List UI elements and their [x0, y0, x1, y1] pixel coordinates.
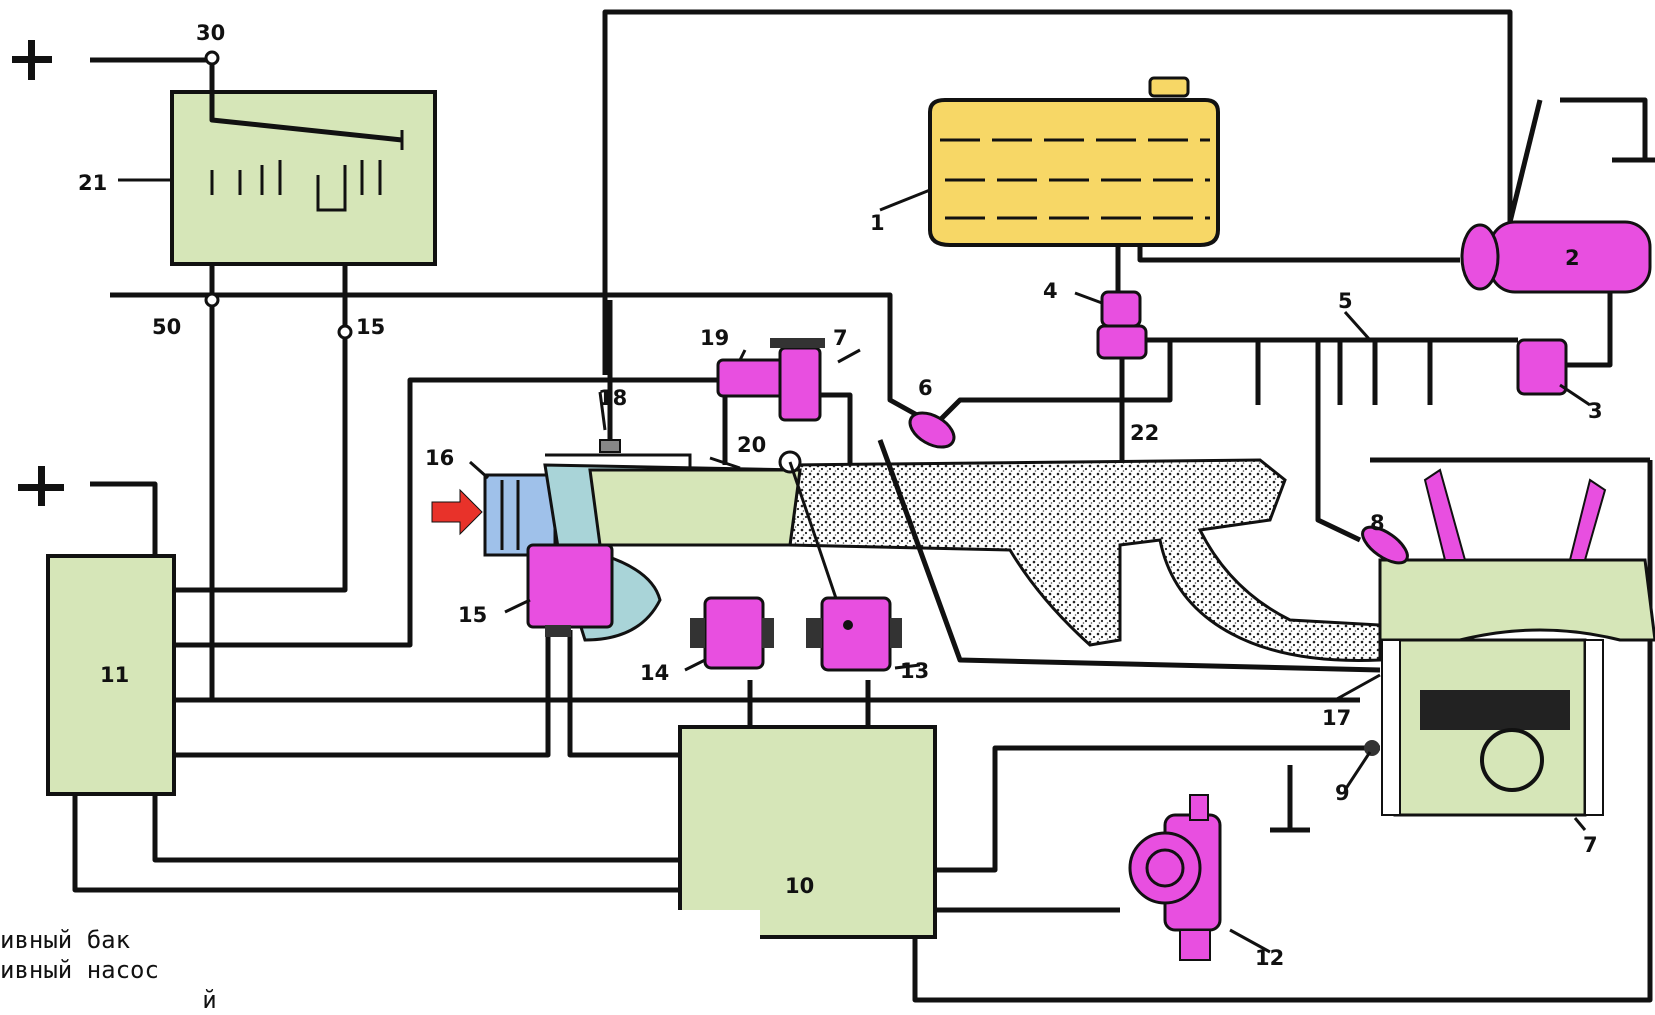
plus-terminal-top-icon: [12, 40, 52, 80]
air-filter-16: [483, 473, 557, 557]
fuel-tank-1: [928, 76, 1220, 247]
plus-terminal-left-icon: [18, 466, 64, 506]
engine-cylinder: [1378, 468, 1655, 817]
cold-start-injector-6: [908, 411, 956, 449]
pressure-regulator-4: [1096, 290, 1148, 360]
intake-manifold: [788, 458, 1382, 662]
relay-21: [170, 55, 437, 266]
label-13: 13: [900, 659, 929, 683]
label-21: 21: [78, 171, 107, 195]
label-11: 11: [100, 663, 129, 687]
air-flow-sensor-15: [526, 543, 614, 637]
control-unit-10: [678, 725, 937, 939]
label-30: 30: [196, 21, 225, 45]
control-unit-11: [46, 554, 176, 796]
label-5: 5: [1338, 289, 1353, 313]
label-10: 10: [785, 874, 814, 898]
label-12: 12: [1255, 946, 1284, 970]
label-14: 14: [640, 661, 669, 685]
sensor-14: [690, 596, 774, 670]
caption-mask: [0, 910, 760, 1008]
label-16: 16: [425, 446, 454, 470]
label-7-top: 7: [833, 326, 848, 350]
label-8: 8: [1370, 511, 1385, 535]
label-4: 4: [1043, 279, 1058, 303]
label-18: 18: [598, 386, 627, 410]
label-50: 50: [152, 315, 181, 339]
fuel-pump-2: [1460, 220, 1652, 294]
label-15: 15: [458, 603, 487, 627]
legend-line-3: й: [0, 986, 217, 1014]
label-19: 19: [700, 326, 729, 350]
injector-8: [1361, 525, 1409, 565]
label-9: 9: [1335, 781, 1350, 805]
label-1: 1: [870, 211, 885, 235]
legend-line-1: ивный бак: [0, 926, 131, 954]
label-6: 6: [918, 376, 933, 400]
legend-line-2: ивный насос: [0, 956, 159, 984]
ignition-distributor-12: [1128, 794, 1222, 961]
intake-arrow-icon: [431, 488, 483, 536]
sensor-13: [806, 596, 902, 672]
label-17: 17: [1322, 706, 1351, 730]
label-20: 20: [737, 433, 766, 457]
fuel-filter-3: [1516, 338, 1568, 396]
label-22: 22: [1130, 421, 1159, 445]
label-7-bottom: 7: [1583, 833, 1598, 857]
label-3: 3: [1588, 399, 1603, 423]
label-terminal-15: 15: [356, 315, 385, 339]
auxiliary-air-valve-19: [716, 338, 825, 422]
label-2: 2: [1565, 246, 1580, 270]
